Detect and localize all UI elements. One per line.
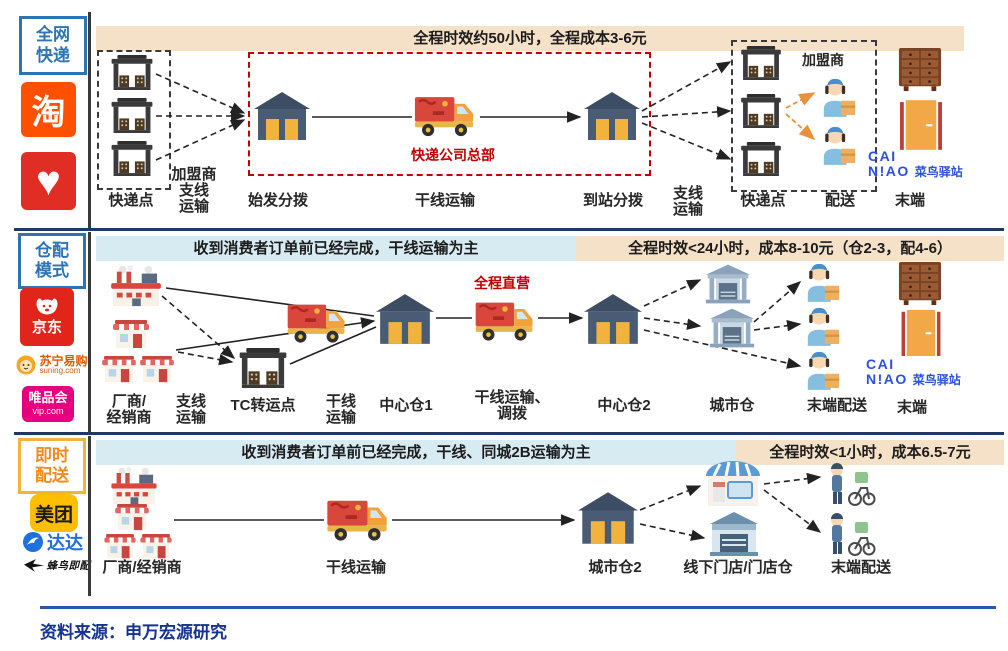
label-endpoint: 末端 [894,192,925,209]
row1-header: 全程时效约50小时，全程成本3-6元 [96,26,964,51]
label-tc-transfer-point: TC转运点 [230,397,296,414]
suning-lion-icon [16,355,36,375]
label-franchisee-branch-transport: 加盟商 支线 运输 [171,166,217,215]
courier-hq-label: 快递公司总部 [411,147,495,163]
door-icon [900,100,942,150]
trunk-transport-truck-icon [326,496,390,542]
label-branch-transport: 支线 运输 [175,393,206,426]
tag-warehouse-distribution: 仓配模式 [18,233,86,289]
dada-icon [23,532,43,552]
shop-icon [140,534,172,560]
trunk-transport-truck-icon [286,300,348,344]
city-warehouse-icon [708,308,756,348]
label-express-point-2: 快递点 [740,192,786,209]
label-origin-sorting: 始发分拨 [247,192,308,209]
label-city-warehouse2: 城市仓2 [588,559,642,576]
label-offline-store-warehouse: 线下门店/门店仓 [683,559,793,576]
row1-rail-divider [88,12,91,228]
label-trunk-transport: 干线运输 [325,559,386,576]
cainiao-logo: CAI N!AO 菜鸟驿站 [868,148,963,179]
shop-icon [112,320,150,350]
label-trunk-transport-allocation: 干线运输、 调拨 [474,389,550,422]
label-last-mile-delivery: 配送 [824,192,855,209]
origin-sorting-warehouse-icon [254,92,310,140]
express-point-icon [110,141,154,176]
factory-icon [108,264,164,308]
footer-divider [40,606,996,609]
central-warehouse1-icon [376,294,434,344]
store-warehouse-icon [708,512,760,556]
label-last-mile-delivery: 末端配送 [806,397,867,414]
jd-dog-icon [35,297,59,315]
row2-header-right: 全程时效<24小时，成本8-10元（仓2-3，配4-6） [576,236,1004,261]
row3-header-left: 收到消费者订单前已经完成，干线、同城2B运输为主 [96,440,736,465]
courier-icon [804,304,842,346]
express-point-icon [110,55,154,90]
courier-icon [820,122,858,166]
label-branch-transport: 支线 运输 [672,185,703,218]
jd-logo: 京东 [20,288,74,346]
label-trunk-transport: 干线 运输 [325,393,356,426]
label-manufacturer-distributor: 厂商/ 经销商 [106,393,152,426]
express-point-icon [739,46,783,80]
factory-icon [108,466,160,506]
express-point-icon [739,142,783,176]
arrival-sorting-warehouse-icon [584,92,640,140]
source-note: 资料来源：申万宏源研究 [40,623,227,642]
pinduoduo-logo: ♥ [21,152,76,210]
label-franchisee-top: 加盟商 [802,52,844,68]
label-central-warehouse2: 中心仓2 [597,397,651,414]
row2-header-left: 收到消费者订单前已经完成，干线运输为主 [96,236,576,261]
dresser-icon [898,262,942,306]
courier-icon [804,260,842,302]
meituan-logo: 美团 [30,494,78,532]
city-warehouse2-icon [578,492,638,544]
franchisee-group-box [731,40,877,192]
row2-rail-divider [88,232,91,432]
dada-logo: 达达 [15,530,91,554]
bike-courier-icon [824,462,876,506]
tag-nationwide-express: 全网快递 [19,16,87,75]
row3-rail-divider [88,436,91,596]
row1-row2-separator [14,228,1004,231]
vip-logo: 唯品会 vip.com [22,386,74,422]
label-central-warehouse1: 中心仓1 [379,397,433,414]
express-point-icon [110,98,154,133]
label-endpoint: 末端 [896,399,927,416]
fengniao-bird-icon [24,559,44,572]
city-warehouse-icon [704,264,752,304]
shop-icon [114,504,150,532]
row2-row3-separator [14,432,1004,435]
tag-instant-delivery: 即时配送 [18,438,86,494]
shop-icon [102,356,136,384]
tc-transfer-point-icon [238,348,288,388]
door-icon [900,310,942,356]
label-last-mile-delivery: 末端配送 [830,559,891,576]
central-warehouse2-icon [584,294,642,344]
dresser-icon [898,46,942,94]
trunk-transport-truck-icon [474,298,536,342]
suning-logo: 苏宁易购 suning.com [12,352,92,378]
express-point-icon [739,94,783,128]
shop-icon [140,356,174,384]
label-express-point: 快递点 [108,192,154,209]
courier-icon [820,74,858,118]
courier-icon [804,348,842,390]
label-manufacturer-distributor: 厂商/经销商 [102,559,182,576]
label-trunk-transport: 干线运输 [414,192,475,209]
offline-storefront-icon [704,460,762,508]
label-arrival-sorting: 到站分拨 [582,192,643,209]
fengniao-logo: 蜂鸟即配 [16,557,98,573]
shop-icon [104,534,136,560]
taobao-logo: 淘 [21,82,76,137]
label-city-warehouse: 城市仓 [709,397,755,414]
cainiao-logo: CAI N!AO 菜鸟驿站 [866,356,961,387]
trunk-transport-truck-icon [414,92,476,138]
direct-operation-label: 全程直营 [474,275,530,291]
bike-courier-icon [824,512,876,556]
row3-header-right: 全程时效<1小时，成本6.5-7元 [736,440,1004,465]
